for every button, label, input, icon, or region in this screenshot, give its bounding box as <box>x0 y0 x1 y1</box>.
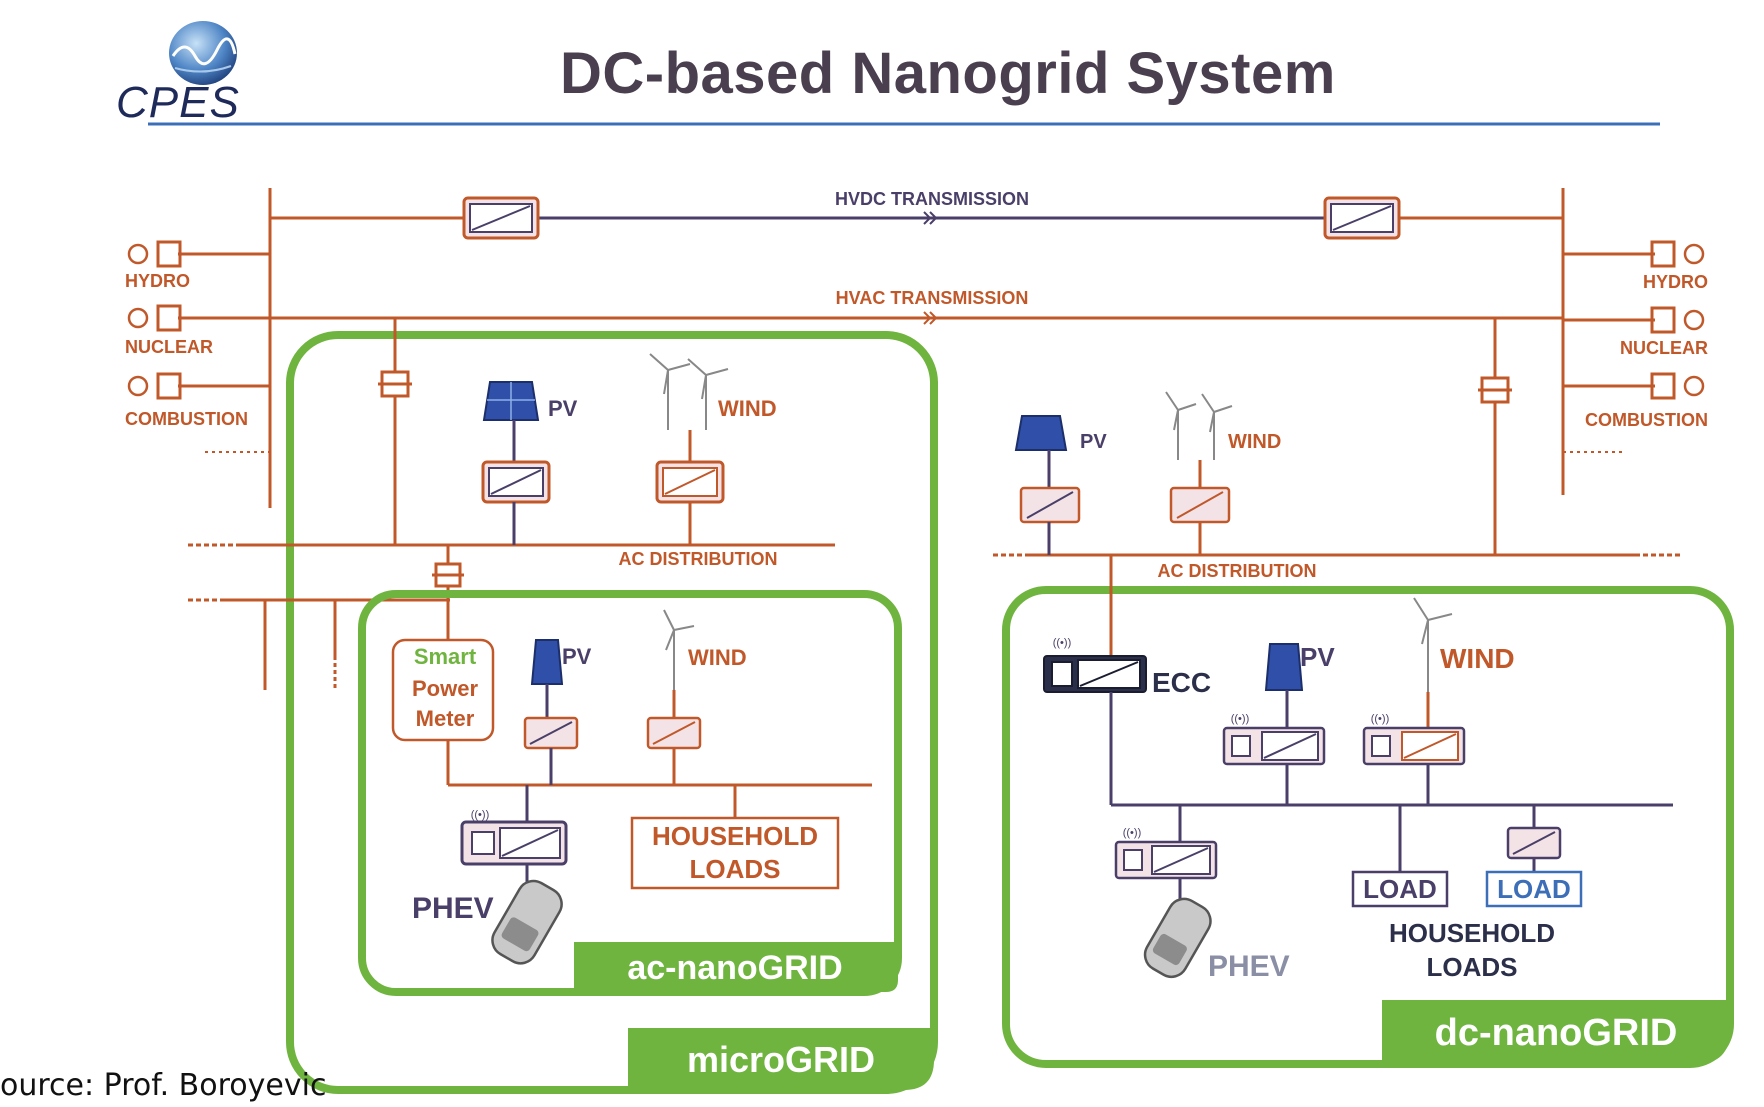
dc-household-loads-line1: HOUSEHOLD <box>1389 918 1555 948</box>
right-source-nuclear: NUCLEAR <box>1620 338 1708 358</box>
dc-pv-wireless-icon: ((•)) <box>1231 713 1250 725</box>
left-source-combustion: COMBUSTION <box>125 409 248 429</box>
right-wind-turbine-icon <box>1165 391 1233 460</box>
dc-phev-wireless-icon: ((•)) <box>1123 827 1142 839</box>
smart-meter-line3: Meter <box>416 706 475 731</box>
left-generator-hydro <box>127 240 270 268</box>
dc-load-2-label: LOAD <box>1497 874 1571 904</box>
ac-household-loads-line2: LOADS <box>690 854 781 884</box>
ac-nanogrid-wind-converter <box>646 716 702 750</box>
hvdc-converter-right <box>1323 196 1401 240</box>
dc-wind-wireless-icon: ((•)) <box>1371 713 1390 725</box>
source-caption: ource: Prof. Boroyevic <box>0 1068 327 1103</box>
cpes-globe-icon <box>169 21 237 85</box>
right-source-combustion: COMBUSTION <box>1585 410 1708 430</box>
dc-load-1-box <box>1351 870 1449 908</box>
dc-load-2-converter <box>1506 826 1562 860</box>
dc-wind-turbine-icon <box>1413 597 1453 692</box>
smart-meter-line1: Smart <box>414 644 477 669</box>
microgrid-pv-label: PV <box>548 396 578 421</box>
dc-pv-label: PV <box>1300 642 1335 672</box>
dc-nanogrid-label-tab <box>1382 1000 1730 1064</box>
left-generator-combustion <box>127 372 270 400</box>
dc-nanogrid-label: dc-nanoGRID <box>1435 1012 1678 1054</box>
microgrid-boundary <box>286 331 938 1094</box>
microgrid-label-tab <box>628 1028 934 1090</box>
microgrid-pv-inverter <box>481 460 551 504</box>
ac-household-loads-box <box>630 816 840 890</box>
right-source-hydro: HYDRO <box>1643 272 1708 292</box>
right-wind-label: WIND <box>1228 431 1281 453</box>
right-pv-inverter <box>1019 486 1081 524</box>
smart-meter-line2: Power <box>412 676 478 701</box>
left-source-hydro: HYDRO <box>125 271 190 291</box>
ac-household-loads-line1: HOUSEHOLD <box>652 821 818 851</box>
microgrid-wind-turbine-icon <box>649 353 729 430</box>
microgrid-wind-converter <box>655 460 725 504</box>
hvdc-label: HVDC TRANSMISSION <box>835 189 1029 209</box>
smart-power-meter <box>391 638 495 742</box>
dc-load-1-label: LOAD <box>1363 874 1437 904</box>
dc-nanogrid-boundary <box>1002 586 1734 1068</box>
hvac-break-icon <box>923 311 938 325</box>
transformer-icon-left <box>378 370 412 398</box>
dc-load-2-box <box>1485 870 1583 908</box>
left-source-nuclear: NUCLEAR <box>125 337 213 357</box>
page-title: DC-based Nanogrid System <box>560 41 1336 106</box>
ac-phev-car-icon <box>491 879 563 965</box>
hvac-label: HVAC TRANSMISSION <box>836 288 1029 308</box>
ac-phev-wireless-icon: ((•)) <box>471 809 490 821</box>
ac-phev-label: PHEV <box>412 892 494 925</box>
right-pv-label: PV <box>1080 431 1107 453</box>
ac-nanogrid-wind-label: WIND <box>688 645 747 670</box>
ac-phev-charger <box>460 820 568 866</box>
right-generator-nuclear <box>1563 306 1705 334</box>
ac-nanogrid-pv-panel-icon <box>530 639 564 718</box>
hvdc-break-icon <box>923 211 938 225</box>
dc-wind-converter <box>1362 726 1466 766</box>
dc-phev-car-icon <box>1143 897 1212 979</box>
ac-nanogrid-label: ac-nanoGRID <box>627 949 842 987</box>
transformer-icon-ac-nanogrid <box>432 562 464 588</box>
left-generator-nuclear <box>127 304 182 332</box>
dc-phev-label: PHEV <box>1208 950 1290 983</box>
dc-pv-panel-icon <box>1264 643 1304 728</box>
ac-distribution-left-label: AC DISTRIBUTION <box>619 549 778 569</box>
ac-nanogrid-pv-label: PV <box>562 644 592 669</box>
right-generator-combustion <box>1563 372 1705 400</box>
ecc-converter <box>1043 655 1147 693</box>
microgrid-label: microGRID <box>687 1039 875 1080</box>
ac-nanogrid-label-tab <box>574 942 898 992</box>
hvdc-converter-left <box>462 196 540 240</box>
dc-phev-charger <box>1114 840 1218 880</box>
ac-nanogrid-wind-turbine-icon <box>663 609 695 690</box>
microgrid-wind-label: WIND <box>718 396 777 421</box>
right-generator-hydro <box>1563 240 1705 268</box>
ecc-label: ECC <box>1152 667 1211 698</box>
microgrid-pv-panel-icon <box>482 381 540 462</box>
right-pv-panel-icon <box>1014 415 1068 488</box>
ac-nanogrid-pv-inverter <box>523 716 579 750</box>
transformer-icon-right <box>1478 376 1512 404</box>
right-wind-converter <box>1169 486 1231 524</box>
logo-text: CPES <box>116 78 240 127</box>
dc-wind-label: WIND <box>1440 643 1515 674</box>
dc-household-loads-line2: LOADS <box>1427 952 1518 982</box>
dc-pv-converter <box>1222 726 1326 766</box>
ecc-wireless-icon: ((•)) <box>1053 637 1072 649</box>
ac-distribution-right-label: AC DISTRIBUTION <box>1158 561 1317 581</box>
